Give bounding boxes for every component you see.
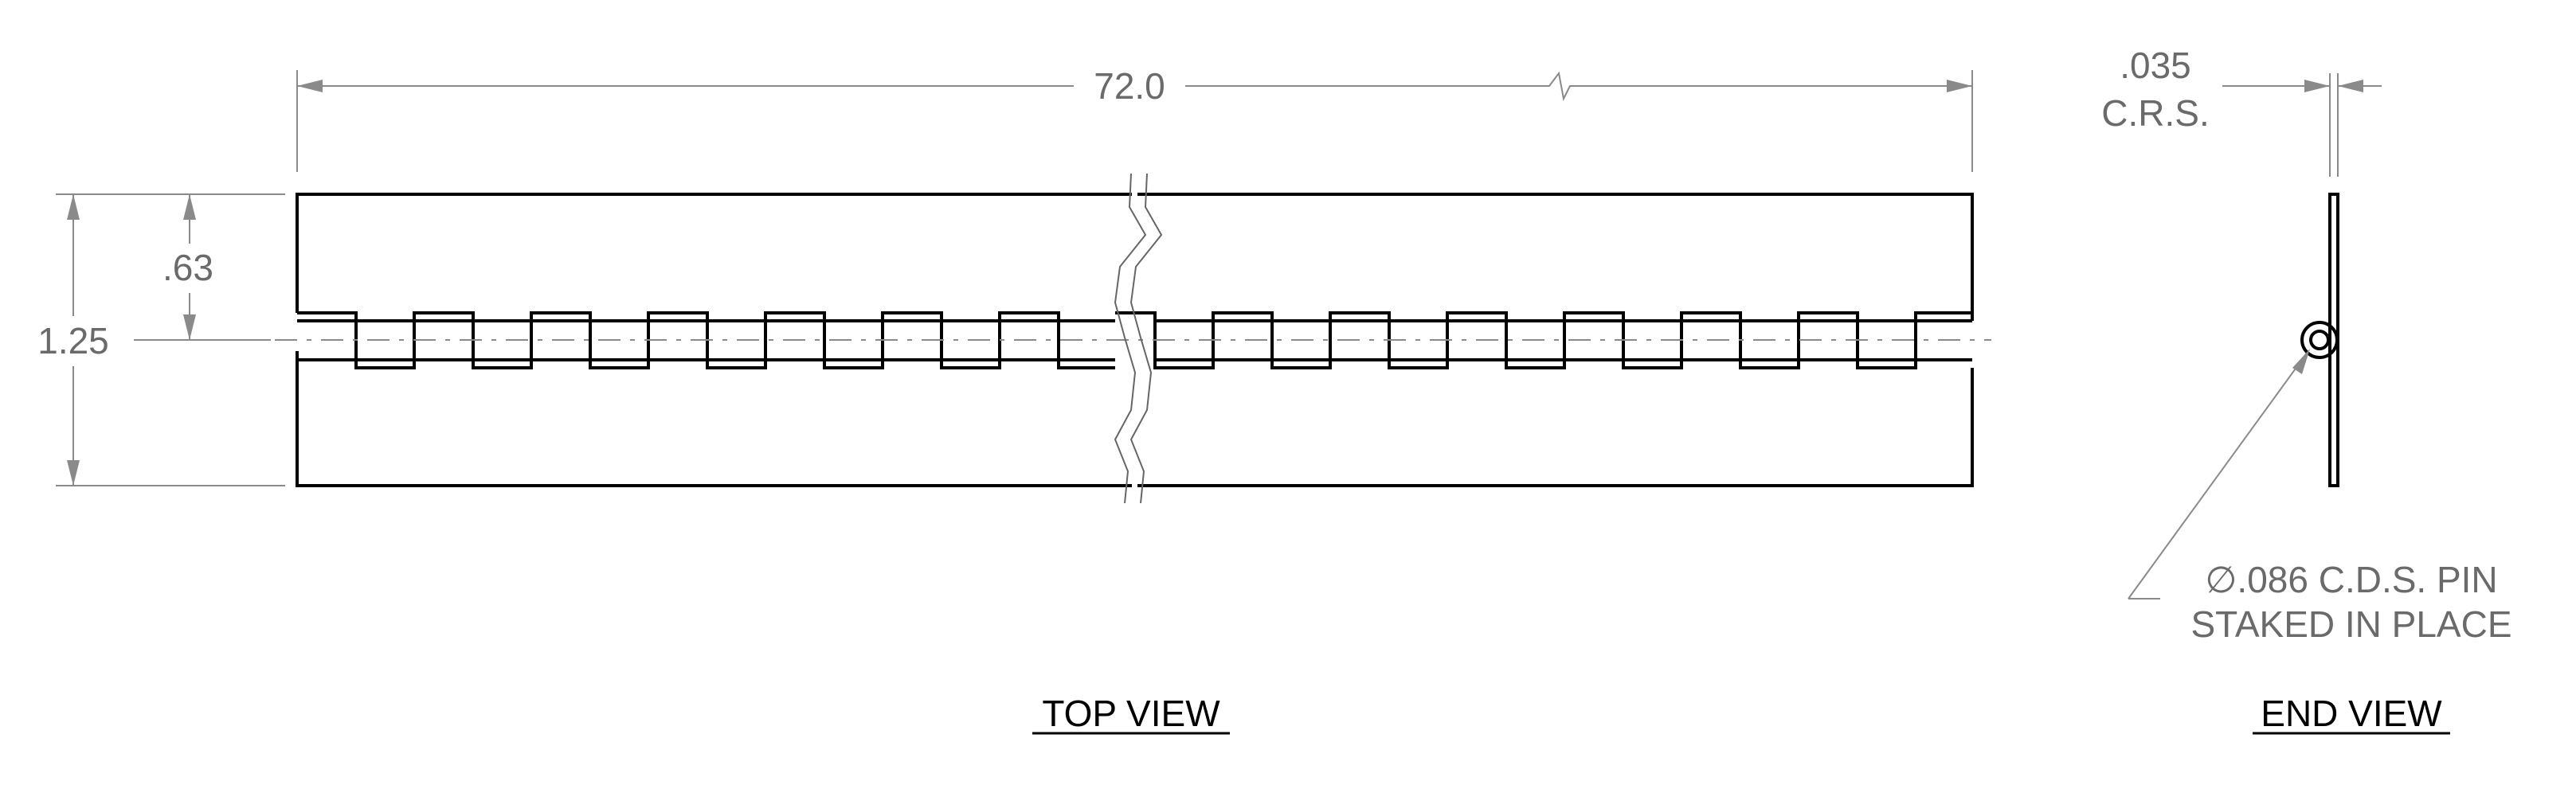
bottom-leaf-outline [296, 351, 1974, 487]
top-view: 72.0 1.25 .63 TOP VIEW [37, 65, 1991, 735]
length-value: 72.0 [1094, 65, 1165, 107]
end-view-label: END VIEW [2261, 693, 2442, 734]
pin-callout-line1: ∅.086 C.D.S. PIN [2205, 559, 2497, 600]
material-value: C.R.S. [2101, 92, 2209, 134]
break-line-left [1114, 173, 1147, 504]
length-dimension: 72.0 [296, 65, 1973, 172]
width-dimension: 1.25 [37, 193, 285, 486]
thickness-value: .035 [2120, 45, 2191, 86]
break-line-right [1129, 173, 1163, 504]
pin-leader [2128, 349, 2310, 599]
half-width-value: .63 [162, 247, 213, 288]
end-view: .035 C.R.S. ∅.086 C.D.S. PIN STAKED IN P… [2101, 45, 2512, 735]
end-view-knuckle [2300, 321, 2339, 359]
pin-callout-line2: STAKED IN PLACE [2190, 603, 2511, 645]
half-width-dimension: .63 [134, 194, 271, 341]
top-leaf-outline [296, 193, 1974, 321]
top-view-label: TOP VIEW [1042, 693, 1220, 734]
width-value: 1.25 [37, 320, 109, 361]
thickness-dimension: .035 C.R.S. [2101, 45, 2382, 177]
end-view-pin [2309, 330, 2330, 350]
knuckle-wave-right [1115, 311, 1974, 369]
